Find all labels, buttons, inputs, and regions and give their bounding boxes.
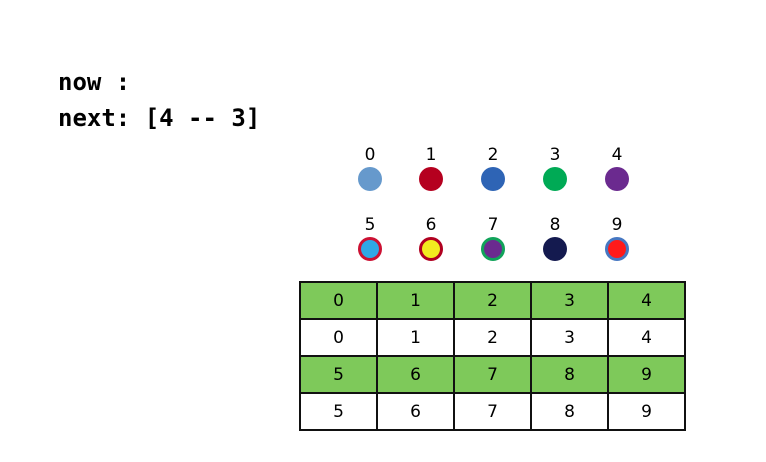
node-label: 5	[364, 215, 376, 235]
table-cell: 1	[376, 318, 455, 357]
table-cell: 5	[299, 392, 378, 431]
node-label: 4	[611, 145, 623, 165]
next-status: next: [4 -- 3]	[58, 104, 261, 132]
node-label: 2	[487, 145, 499, 165]
table-cell: 3	[530, 281, 609, 320]
node-label: 3	[549, 145, 561, 165]
node-dot	[605, 167, 629, 191]
node-label: 0	[364, 145, 376, 165]
node-label: 9	[611, 215, 623, 235]
node-0: 0	[350, 145, 390, 205]
node-5: 5	[350, 215, 390, 275]
table-cell: 2	[453, 318, 532, 357]
node-8: 8	[535, 215, 575, 275]
table-cell: 9	[607, 355, 686, 394]
table-cell: 0	[299, 318, 378, 357]
node-7: 7	[473, 215, 513, 275]
node-dot	[419, 237, 443, 261]
table-cell: 7	[453, 392, 532, 431]
node-dot	[419, 167, 443, 191]
node-4: 4	[597, 145, 637, 205]
node-1: 1	[411, 145, 451, 205]
table-cell: 4	[607, 281, 686, 320]
table-cell: 8	[530, 392, 609, 431]
node-dot	[481, 167, 505, 191]
node-6: 6	[411, 215, 451, 275]
node-3: 3	[535, 145, 575, 205]
table-cell: 6	[376, 392, 455, 431]
table-cell: 7	[453, 355, 532, 394]
table-cell: 9	[607, 392, 686, 431]
node-dot	[543, 167, 567, 191]
table-cell: 6	[376, 355, 455, 394]
node-label: 8	[549, 215, 561, 235]
node-label: 6	[425, 215, 437, 235]
node-dot	[358, 237, 382, 261]
node-dot	[358, 167, 382, 191]
table-cell: 4	[607, 318, 686, 357]
node-2: 2	[473, 145, 513, 205]
table-cell: 0	[299, 281, 378, 320]
node-dot	[481, 237, 505, 261]
node-dot	[543, 237, 567, 261]
node-9: 9	[597, 215, 637, 275]
table-cell: 1	[376, 281, 455, 320]
table-cell: 8	[530, 355, 609, 394]
node-dot	[605, 237, 629, 261]
table-cell: 5	[299, 355, 378, 394]
table-cell: 2	[453, 281, 532, 320]
node-label: 7	[487, 215, 499, 235]
now-status: now :	[58, 68, 131, 96]
node-label: 1	[425, 145, 437, 165]
table-cell: 3	[530, 318, 609, 357]
